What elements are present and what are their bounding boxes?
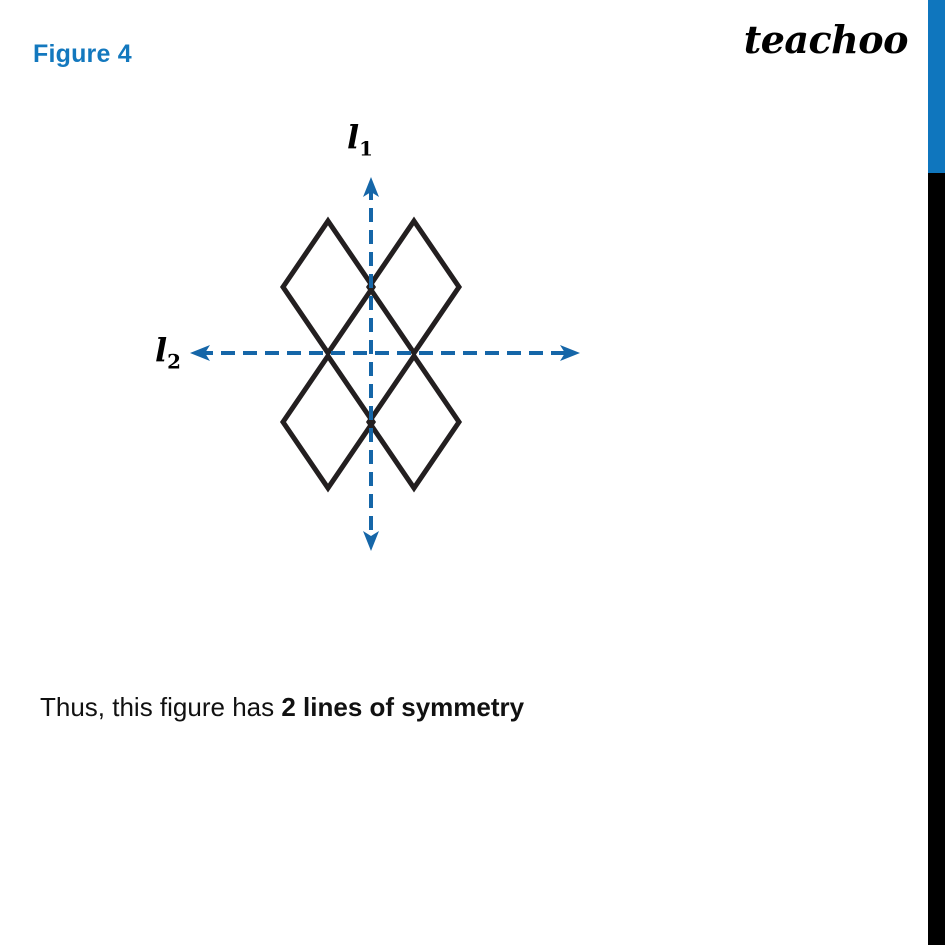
label-l2-subscript: 2	[167, 349, 181, 374]
upper-left-rhombus	[279, 216, 377, 358]
conclusion-text: Thus, this figure has 2 lines of symmetr…	[40, 692, 524, 723]
vertical-line-arrow-down	[363, 531, 379, 551]
conclusion-lead: Thus, this figure has	[40, 692, 282, 722]
symmetry-line-label-l1: l1	[347, 118, 373, 160]
upper-right-rhombus	[365, 216, 463, 358]
label-l2-base: l	[155, 331, 168, 369]
horizontal-line-arrow-left	[190, 345, 210, 361]
page-title: Figure 4	[33, 40, 132, 68]
right-edge-blue-bar	[928, 0, 945, 173]
lower-right-rhombus	[365, 351, 463, 493]
horizontal-line-arrow-right	[560, 345, 580, 361]
conclusion-emphasis: 2 lines of symmetry	[281, 692, 525, 722]
rhombus-group	[279, 216, 463, 493]
symmetry-lines-group	[190, 177, 580, 551]
right-edge-black-bar	[928, 173, 945, 945]
label-l1-base: l	[347, 118, 360, 156]
teachoo-logo: teachoo	[743, 17, 909, 62]
symmetry-line-label-l2: l2	[155, 331, 181, 373]
label-l1-subscript: 1	[359, 136, 373, 161]
lower-left-rhombus	[279, 351, 377, 493]
vertical-line-arrow-up	[363, 177, 379, 197]
